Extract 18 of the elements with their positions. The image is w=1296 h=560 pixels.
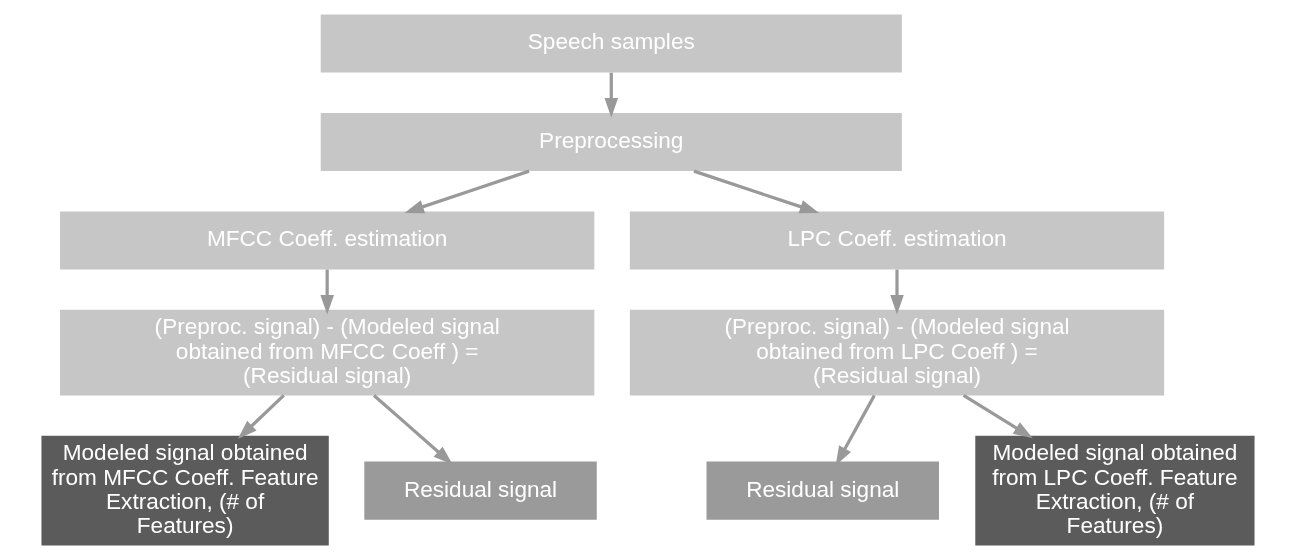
node-box: MFCC Coeff. estimation [60, 211, 595, 270]
node-box: Residual signal [364, 461, 597, 520]
node-box: Modeled signal obtained from LPC Coeff. Feature Extraction, (# of Features) [975, 435, 1255, 546]
node-box: (Preproc. signal) - (Modeled signal obtained from LPC Coeff ) = (Residual signal) [629, 309, 1165, 396]
node-box: Residual signal [706, 461, 939, 520]
node-box: Preprocessing [320, 112, 902, 172]
arrow [693, 169, 820, 214]
arrow [890, 269, 904, 315]
arrow [404, 169, 530, 214]
arrow [372, 394, 453, 465]
arrow [320, 269, 334, 315]
node-box: Speech samples [320, 14, 902, 73]
arrow [604, 72, 619, 118]
node-box: Modeled signal obtained from MFCC Coeff. Feature Extraction, (# of Features) [41, 435, 329, 546]
arrow [237, 394, 285, 440]
node-box: LPC Coeff. estimation [629, 211, 1165, 270]
node-box: (Preproc. signal) - (Modeled signal obtained from MFCC Coeff ) = (Residual signal) [60, 309, 595, 396]
arrow [962, 394, 1033, 439]
